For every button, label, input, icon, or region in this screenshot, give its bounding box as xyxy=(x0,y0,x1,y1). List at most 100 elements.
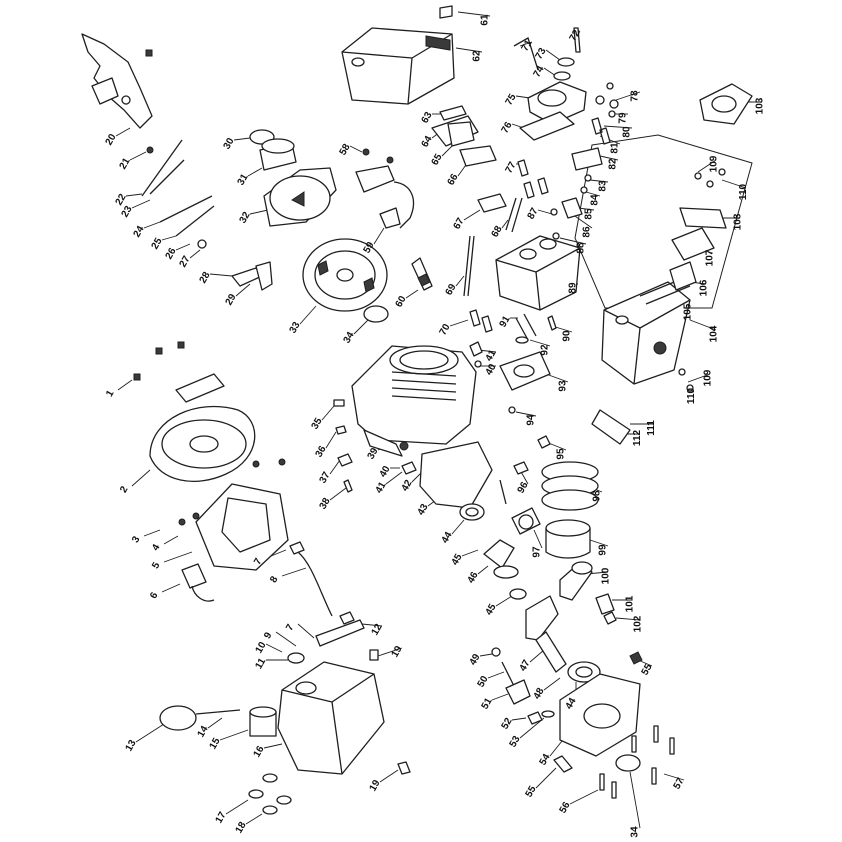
starter-pulley xyxy=(249,129,337,227)
intake-gasket xyxy=(477,193,507,213)
leader-line-56 xyxy=(569,789,599,805)
leader-line-36 xyxy=(325,431,337,449)
leader-lines xyxy=(115,11,762,829)
leader-line-5 xyxy=(163,551,193,563)
leader-line-82 xyxy=(599,155,619,161)
leader-line-45 xyxy=(495,595,513,607)
leader-line-49 xyxy=(479,653,493,657)
callout-78: 78 xyxy=(629,90,641,102)
muffler xyxy=(601,168,727,392)
leader-line-99 xyxy=(589,539,609,547)
callout-107: 107 xyxy=(704,249,716,267)
callout-90: 90 xyxy=(561,330,573,342)
leader-line-31 xyxy=(247,167,263,177)
leader-line-18 xyxy=(245,813,263,825)
callout-99: 99 xyxy=(597,544,609,556)
crankcase-cover xyxy=(559,651,643,757)
oil-seal-lower xyxy=(615,754,641,772)
fuel-line xyxy=(287,541,379,664)
callout-112: 112 xyxy=(632,429,644,447)
cylinder-head xyxy=(495,197,581,311)
leader-line-9 xyxy=(275,631,297,647)
callout-106: 106 xyxy=(698,279,710,297)
leader-line-87 xyxy=(537,209,553,215)
callout-108: 108 xyxy=(732,213,744,231)
leader-line-78 xyxy=(615,91,641,101)
leader-line-68 xyxy=(501,219,509,229)
leader-line-15 xyxy=(219,729,249,741)
callout-62: 62 xyxy=(471,50,483,62)
blower-housing xyxy=(178,458,289,602)
leader-line-93 xyxy=(545,373,569,383)
leader-line-19 xyxy=(377,647,403,657)
spark-plug xyxy=(411,257,433,291)
leader-line-22 xyxy=(125,193,143,197)
leader-line-92 xyxy=(529,339,551,347)
callout-80: 80 xyxy=(621,126,633,138)
leader-line-33 xyxy=(299,305,317,325)
leader-line-57 xyxy=(663,773,685,781)
callout-110: 110 xyxy=(686,387,698,405)
callout-101: 101 xyxy=(624,595,636,613)
leader-line-73 xyxy=(545,49,561,61)
connecting-rod xyxy=(559,561,617,625)
leader-line-84 xyxy=(585,191,601,197)
leader-line-14 xyxy=(207,717,223,729)
ignition-coil xyxy=(355,148,415,229)
leader-line-34 xyxy=(629,771,641,829)
callout-97: 97 xyxy=(531,546,543,558)
callout-109: 109 xyxy=(708,155,720,173)
leader-line-29 xyxy=(235,283,251,297)
leader-line-44 xyxy=(451,519,465,535)
leader-line-83 xyxy=(589,179,609,183)
leader-line-27 xyxy=(189,249,201,259)
callout-82: 82 xyxy=(607,158,619,170)
leader-line-80 xyxy=(603,125,633,129)
leader-line-26 xyxy=(175,243,191,251)
rocker-cover xyxy=(513,27,619,240)
leader-line-110 xyxy=(721,179,747,189)
throttle-bracket xyxy=(81,33,153,129)
leader-line-2 xyxy=(131,469,151,487)
piston-assembly xyxy=(511,461,599,559)
leader-line-38 xyxy=(329,487,347,501)
callout-84: 84 xyxy=(589,194,601,206)
crankshaft xyxy=(459,503,601,683)
leader-line-41 xyxy=(385,471,403,485)
leader-line-4 xyxy=(163,535,179,545)
leader-line-62 xyxy=(455,47,483,53)
callout-83: 83 xyxy=(597,180,609,192)
callout-98: 98 xyxy=(591,490,603,502)
leader-line-51 xyxy=(491,693,509,701)
governor xyxy=(499,435,551,505)
leader-line-35 xyxy=(321,405,335,421)
callout-109: 109 xyxy=(702,369,714,387)
leader-line-47 xyxy=(529,649,545,663)
valves xyxy=(499,313,557,391)
callout-104: 104 xyxy=(708,325,720,343)
dowel-pin xyxy=(508,406,516,414)
heat-shield xyxy=(591,409,631,445)
leader-line-109 xyxy=(697,159,717,173)
leader-line-46 xyxy=(477,565,489,575)
leader-line-32 xyxy=(249,209,269,215)
leader-line-13 xyxy=(135,723,165,743)
crankcase-gasket xyxy=(419,441,493,509)
callout-100: 100 xyxy=(600,567,612,585)
leader-line-37 xyxy=(329,459,341,475)
callout-79: 79 xyxy=(617,112,629,124)
callout-94: 94 xyxy=(525,414,537,426)
leader-line-88 xyxy=(559,237,587,245)
leader-line-1 xyxy=(117,379,133,391)
oil-seal-upper xyxy=(363,305,389,323)
leader-line-23 xyxy=(131,199,151,209)
oil-parts xyxy=(491,647,555,725)
push-rods xyxy=(463,235,475,297)
leader-line-58 xyxy=(349,145,363,153)
callout-61: 61 xyxy=(479,14,491,26)
callout-86: 86 xyxy=(581,226,593,238)
leader-line-102 xyxy=(615,617,641,621)
leader-line-19 xyxy=(379,769,399,783)
leader-line-6 xyxy=(161,583,181,593)
